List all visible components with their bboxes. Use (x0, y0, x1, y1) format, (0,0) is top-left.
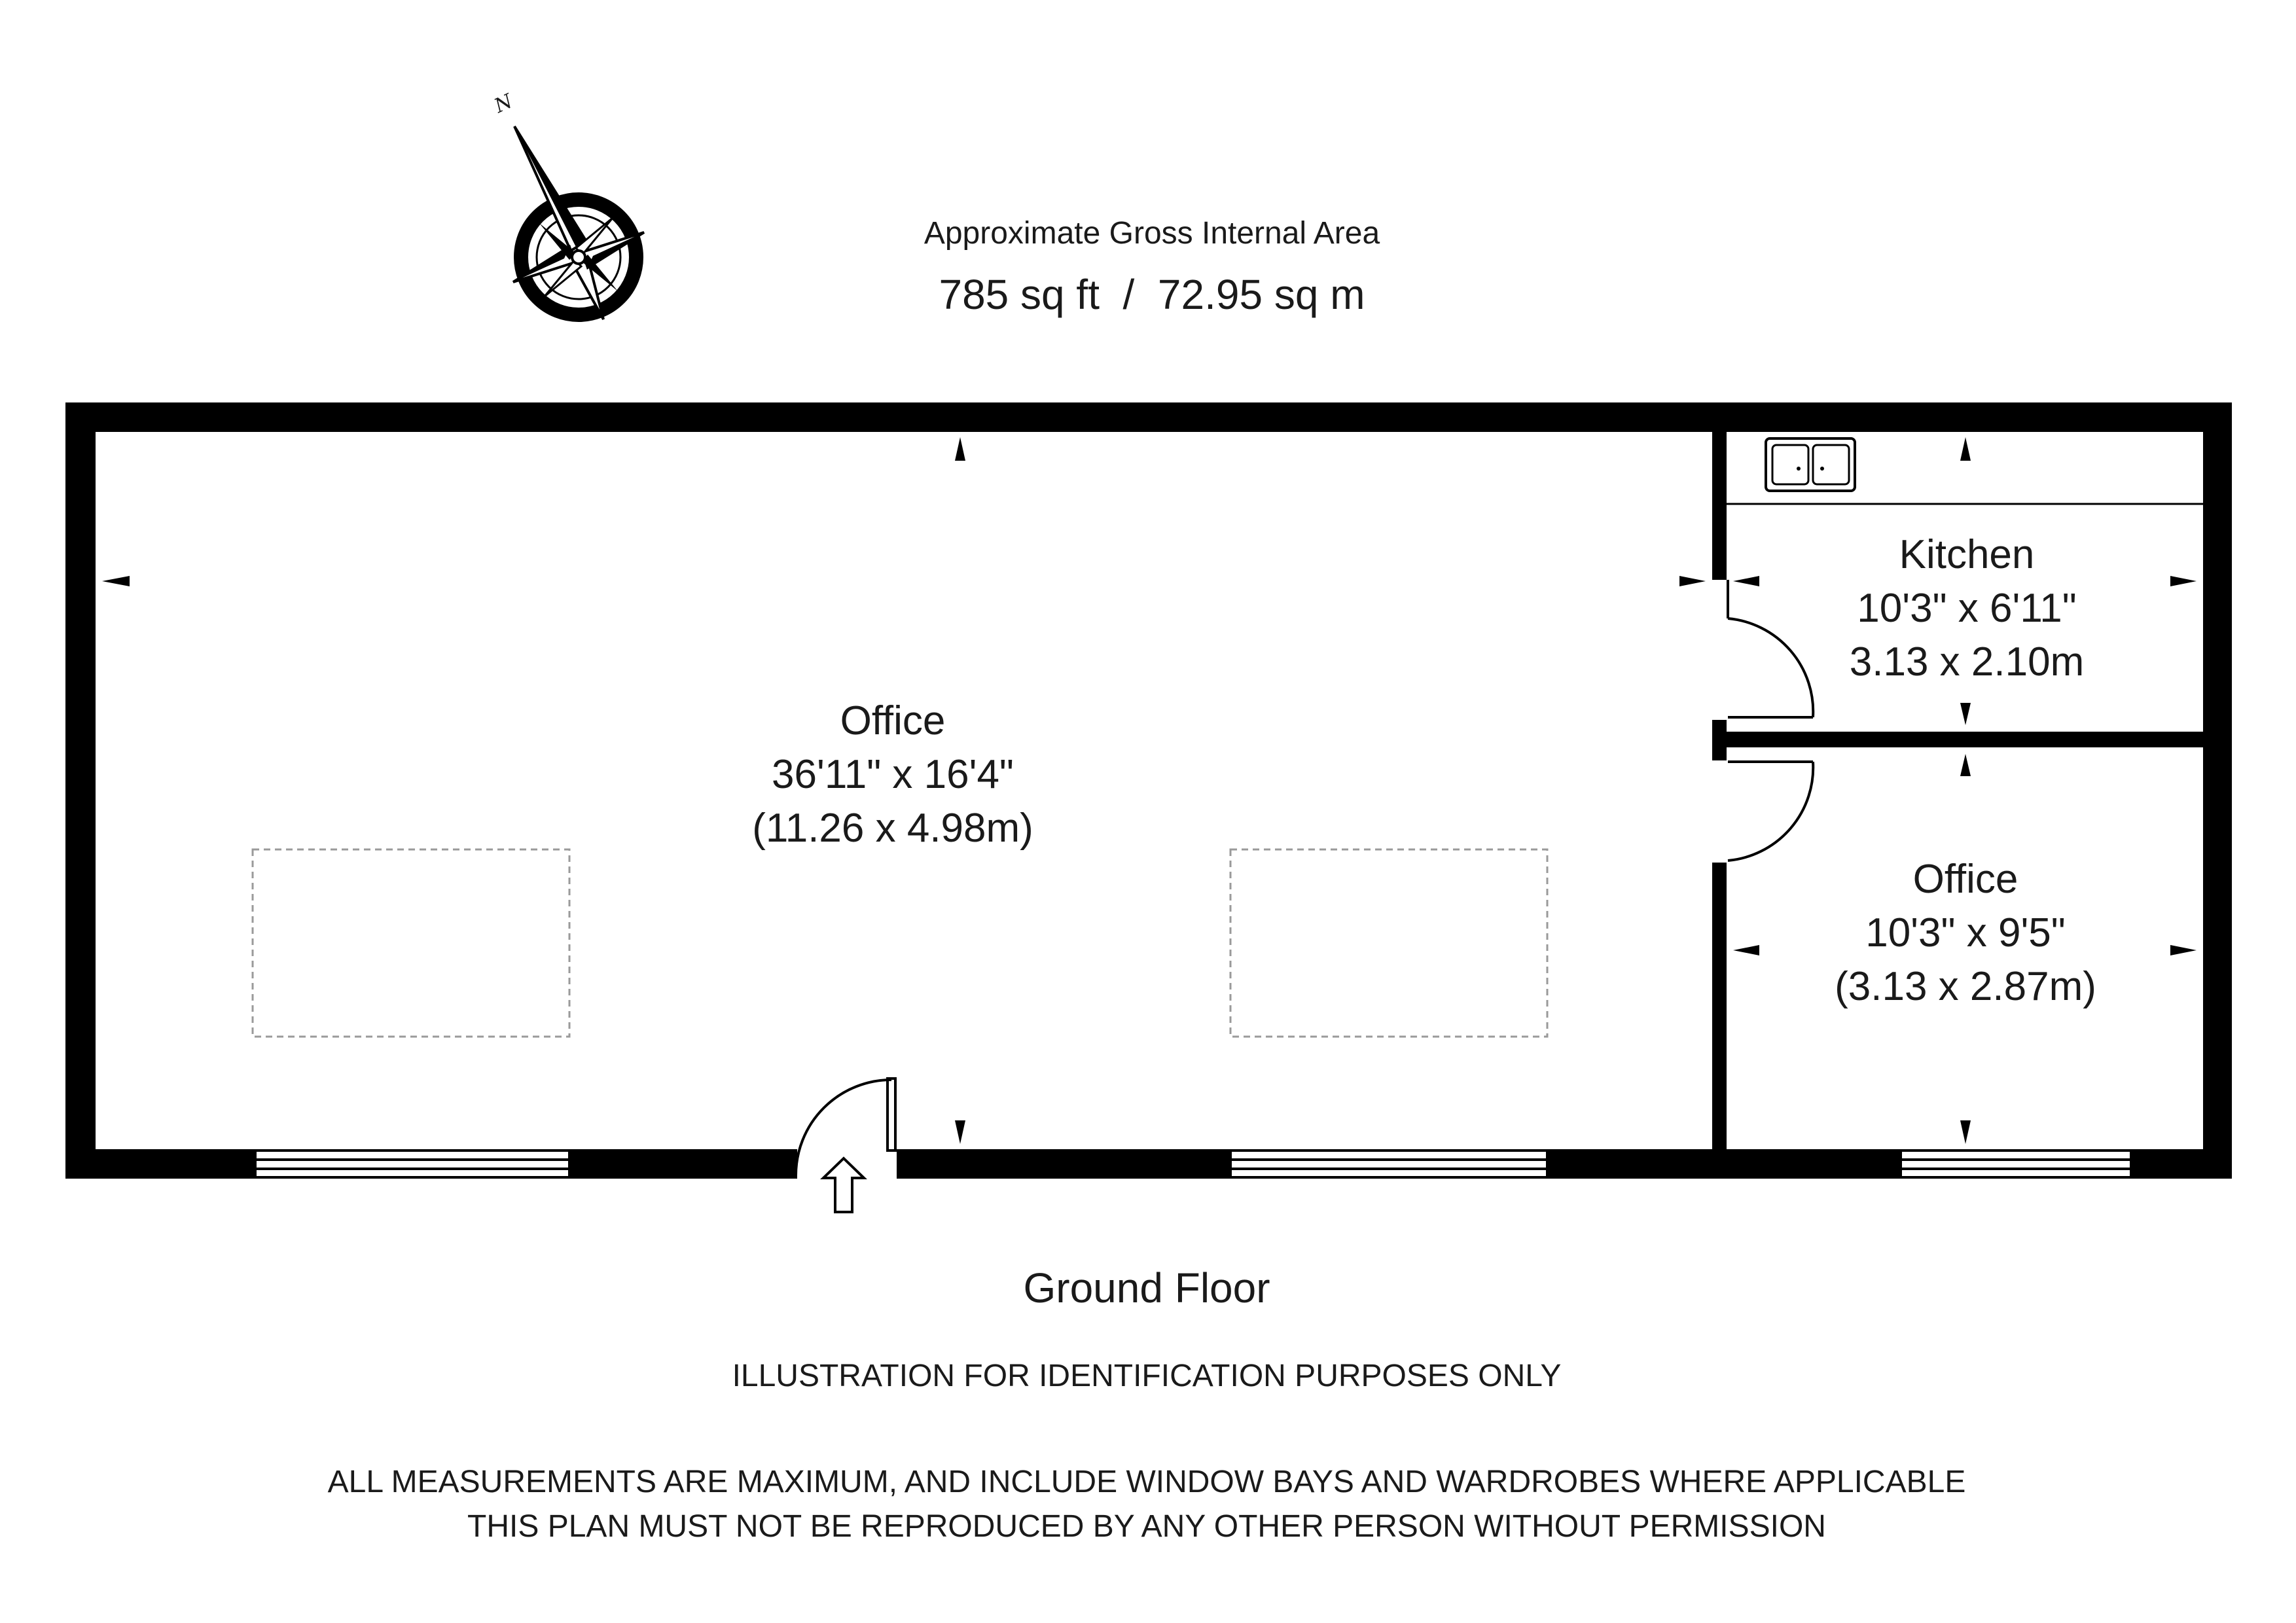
window-left (254, 1149, 571, 1179)
room-name: Office (1913, 857, 2018, 902)
exterior-walls (65, 402, 2232, 1179)
room-metric: (3.13 x 2.87m) (1835, 964, 2096, 1009)
dimension-markers (102, 437, 2197, 1144)
room-kitchen: Kitchen 10'3" x 6'11" 3.13 x 2.10m (1850, 532, 2084, 685)
reproduction-note: THIS PLAN MUST NOT BE REPRODUCED BY ANY … (467, 1509, 1826, 1544)
doors (795, 580, 1815, 1176)
window-right (1899, 1149, 2132, 1179)
room-imperial: 10'3" x 9'5" (1865, 910, 2066, 955)
small-office-door (1727, 760, 1815, 862)
floor-label: Ground Floor (1023, 1264, 1270, 1311)
desk-right (1229, 848, 1549, 1038)
kitchen-counter (1727, 437, 2203, 505)
area-title: Approximate Gross Internal Area (924, 216, 1380, 251)
furniture-outlines (251, 848, 1549, 1038)
room-metric: 3.13 x 2.10m (1850, 639, 2084, 685)
room-name: Office (840, 698, 946, 743)
compass-icon (512, 125, 645, 322)
window-middle (1229, 1149, 1549, 1179)
compass-north-label: N (490, 89, 517, 118)
identification-note: ILLUSTRATION FOR IDENTIFICATION PURPOSES… (732, 1359, 1562, 1393)
area-value: 785 sq ft / 72.95 sq m (939, 271, 1365, 318)
entrance-door (795, 1077, 897, 1176)
room-imperial: 10'3" x 6'11" (1857, 586, 2076, 631)
measurements-note: ALL MEASUREMENTS ARE MAXIMUM, AND INCLUD… (328, 1465, 1966, 1499)
room-imperial: 36'11" x 16'4" (772, 752, 1014, 797)
desk-left (251, 848, 571, 1038)
room-office-small: Office 10'3" x 9'5" (3.13 x 2.87m) (1835, 857, 2096, 1009)
entrance-arrow-icon (820, 1156, 867, 1213)
sink-icon (1765, 437, 1856, 492)
interior-walls (1712, 432, 2203, 1150)
kitchen-door (1727, 580, 1815, 719)
room-metric: (11.26 x 4.98m) (752, 806, 1033, 851)
room-name: Kitchen (1899, 532, 2035, 577)
windows (254, 1149, 2132, 1179)
room-office-main: Office 36'11" x 16'4" (11.26 x 4.98m) (752, 698, 1033, 851)
